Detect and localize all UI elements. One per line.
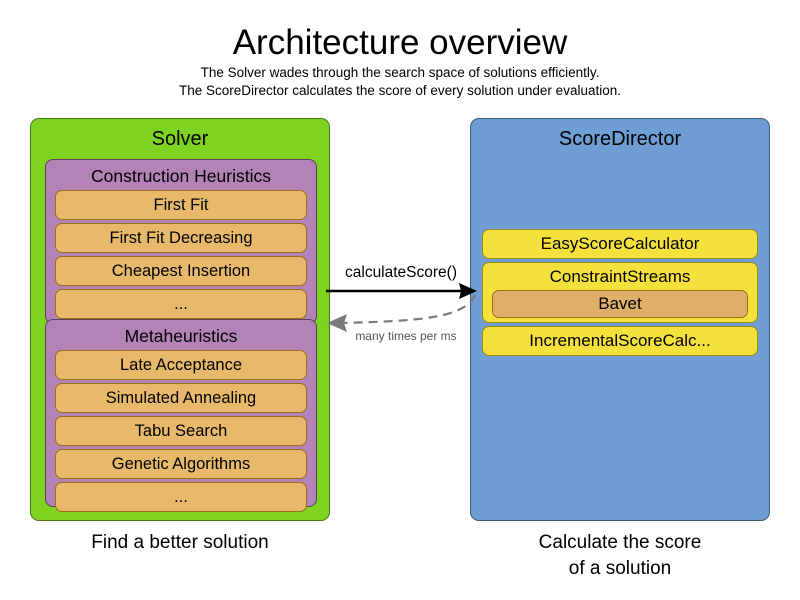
metaheuristics-items: Late Acceptance Simulated Annealing Tabu… [55, 350, 307, 512]
return-arrow-icon [327, 294, 477, 332]
solver-panel: Solver Construction Heuristics First Fit… [30, 118, 330, 521]
bavet-item[interactable]: Bavet [492, 290, 748, 318]
page-header: Architecture overview The Solver wades t… [0, 22, 800, 100]
call-arrow-icon [326, 283, 477, 299]
scoredirector-caption: Calculate the score of a solution [470, 530, 770, 582]
arrow-group: calculateScore() many times per ms [325, 262, 485, 357]
list-item[interactable]: Cheapest Insertion [55, 256, 307, 286]
scoredirector-panel-title: ScoreDirector [558, 128, 682, 150]
subtitle-line-1: The Solver wades through the search spac… [200, 65, 600, 80]
list-item[interactable]: ... [55, 289, 307, 319]
list-item[interactable]: ConstraintStreams Bavet [482, 262, 758, 323]
list-item[interactable]: Late Acceptance [55, 350, 307, 380]
solver-caption: Find a better solution [30, 530, 330, 556]
list-item[interactable]: Genetic Algorithms [55, 449, 307, 479]
list-item[interactable]: Simulated Annealing [55, 383, 307, 413]
page-title: Architecture overview [232, 23, 568, 62]
metaheuristics-title: Metaheuristics [124, 326, 238, 346]
scoredirector-caption-line-1: Calculate the score [538, 532, 702, 553]
construction-heuristics-group: Construction Heuristics First Fit First … [45, 159, 317, 324]
subtitle-line-2: The ScoreDirector calculates the score o… [179, 83, 621, 98]
scoredirector-caption-line-2: of a solution [568, 558, 672, 579]
construction-heuristics-items: First Fit First Fit Decreasing Cheapest … [55, 190, 307, 319]
constraint-streams-label: ConstraintStreams [549, 267, 691, 286]
score-calculator-list: EasyScoreCalculator ConstraintStreams Ba… [482, 229, 758, 359]
list-item[interactable]: First Fit [55, 190, 307, 220]
list-item[interactable]: EasyScoreCalculator [482, 229, 758, 259]
arrow-svg [326, 283, 477, 332]
metaheuristics-group: Metaheuristics Late Acceptance Simulated… [45, 319, 317, 512]
list-item[interactable]: Tabu Search [55, 416, 307, 446]
many-times-per-ms-label: many times per ms [355, 329, 457, 343]
scoredirector-panel: ScoreDirector EasyScoreCalculator Constr… [470, 118, 770, 521]
list-item[interactable]: ... [55, 482, 307, 512]
list-item[interactable]: First Fit Decreasing [55, 223, 307, 253]
solver-panel-title: Solver [151, 128, 209, 150]
solver-caption-text: Find a better solution [91, 532, 269, 553]
construction-heuristics-title: Construction Heuristics [91, 166, 271, 186]
list-item[interactable]: IncrementalScoreCalc... [482, 326, 758, 356]
calculate-score-label: calculateScore() [345, 264, 457, 281]
